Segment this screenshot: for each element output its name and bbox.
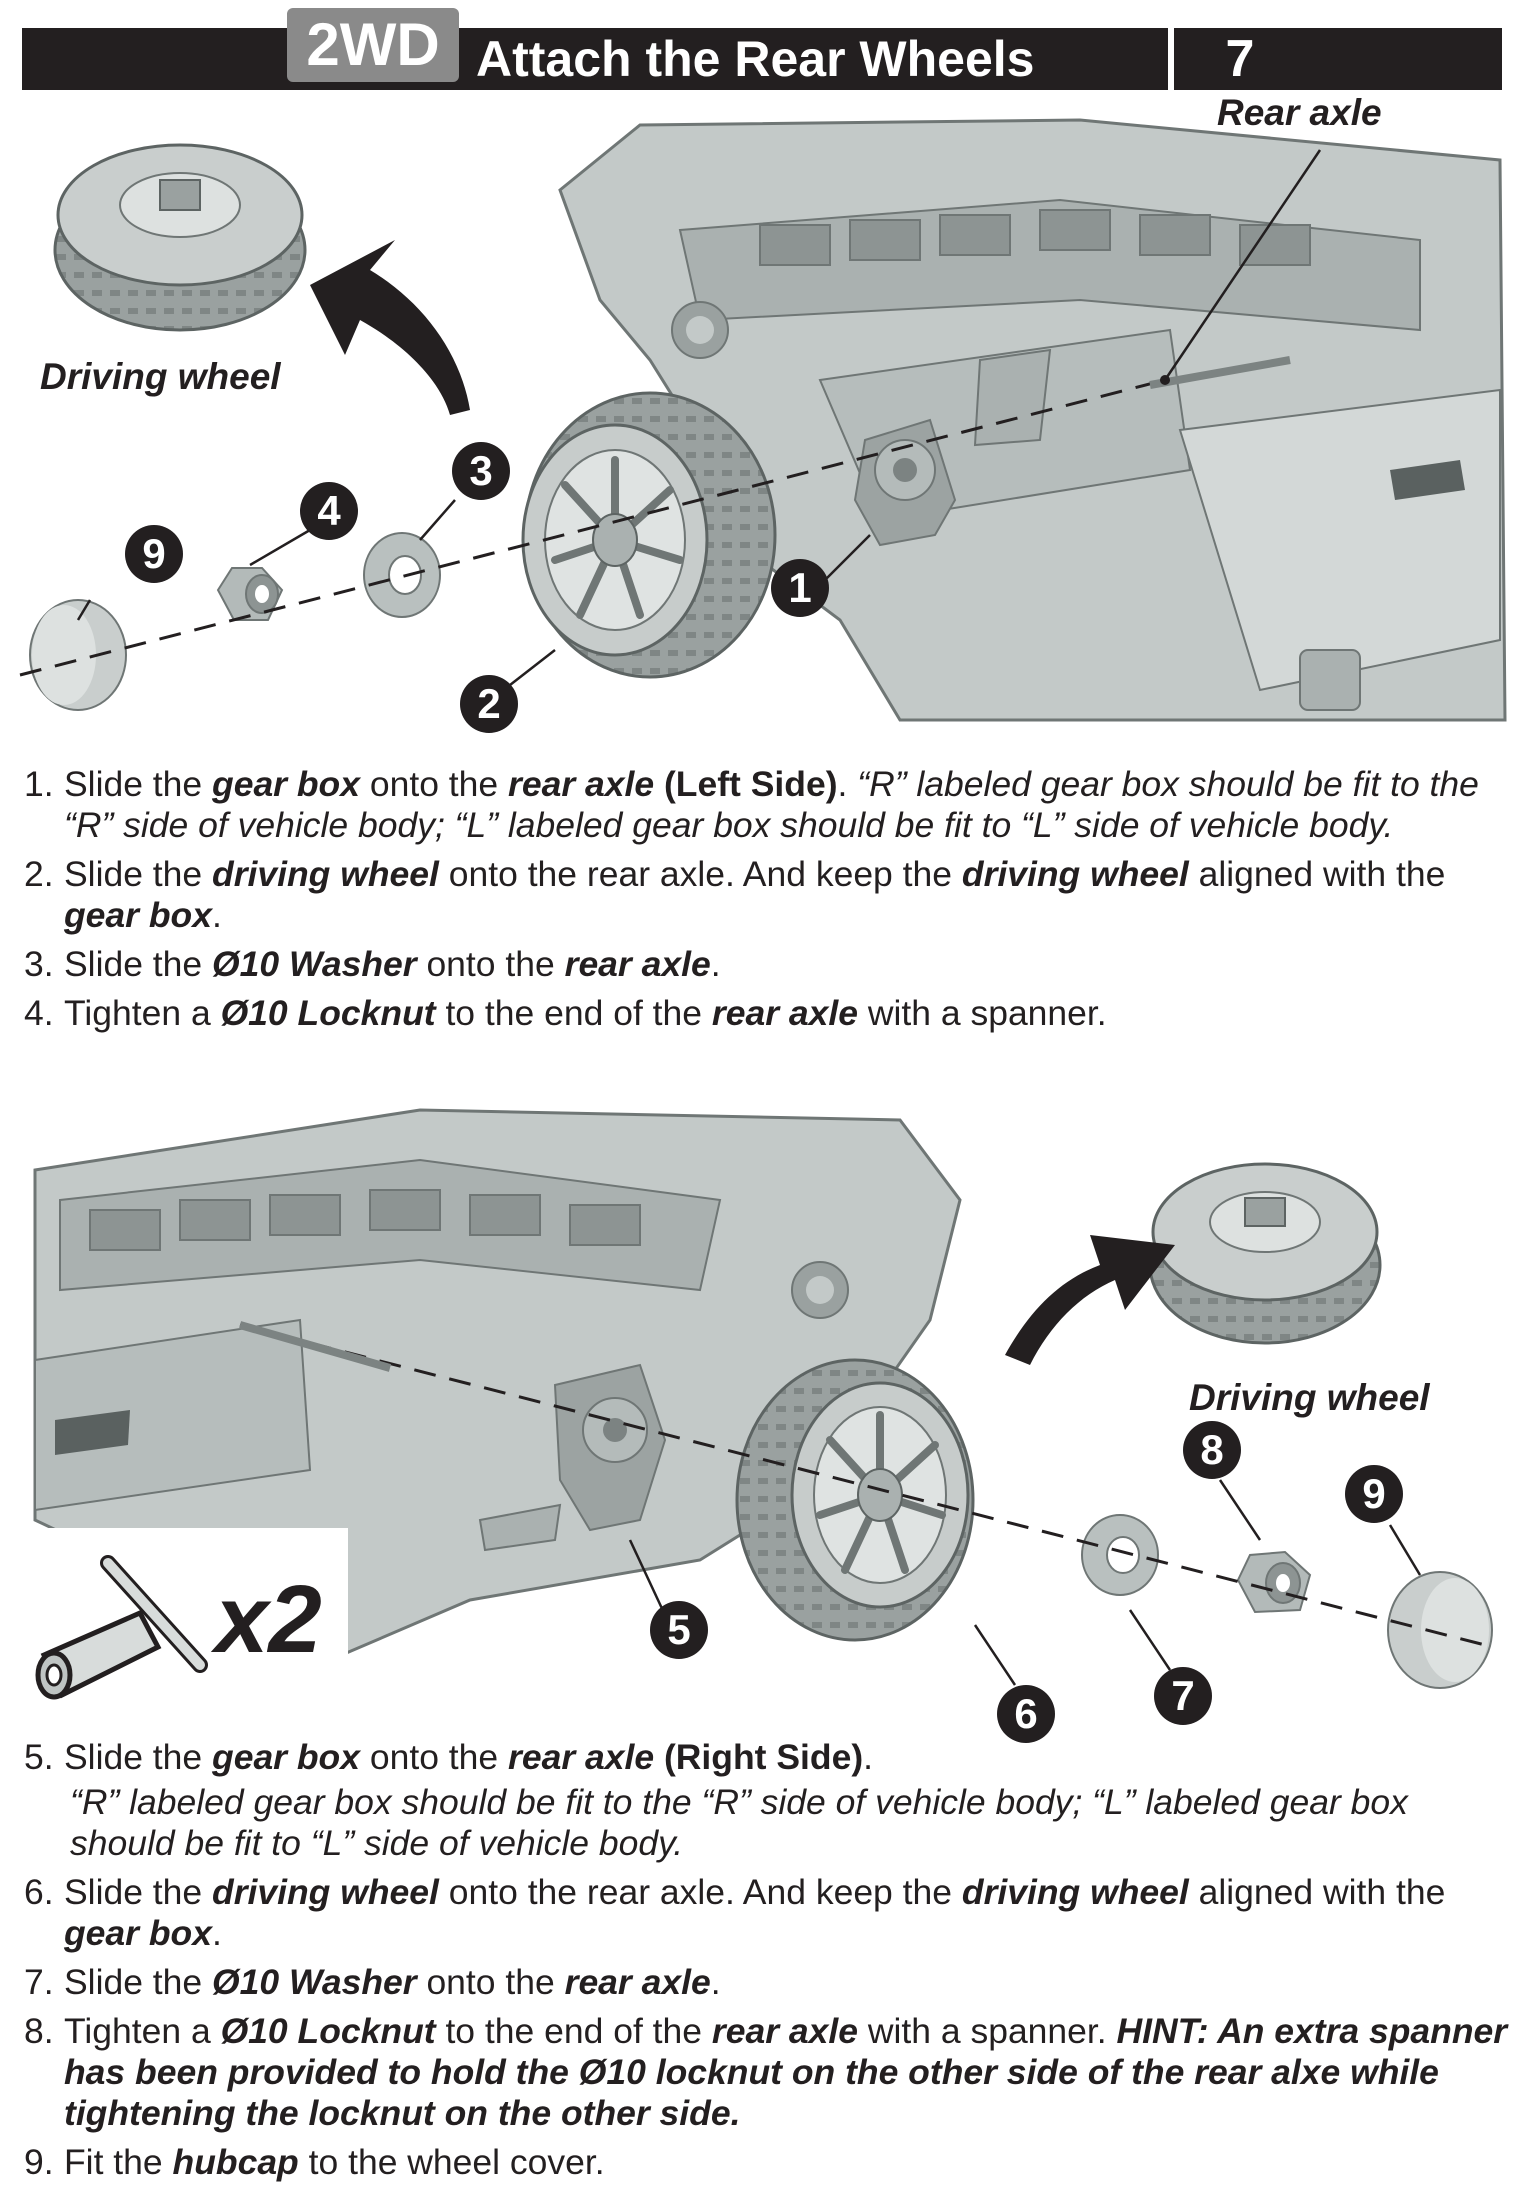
- locknut: [216, 567, 284, 621]
- instruction-step-2: 2. Slide the driving wheel onto the rear…: [24, 854, 1446, 935]
- instruction-step-1: 1. Slide the gear box onto the rear axle…: [24, 764, 1479, 845]
- rear-axle-label: Rear axle: [1217, 92, 1382, 133]
- instruction-step-7: 7. Slide the Ø10 Washer onto the rear ax…: [24, 1962, 721, 2002]
- gear-box: [853, 418, 957, 547]
- axle-dashed-line: [19, 378, 1166, 677]
- top-instructions: 1. Slide the gear box onto the rear axle…: [24, 764, 1514, 1034]
- arrow-icon: [310, 240, 470, 415]
- callout-2: 2: [460, 675, 518, 733]
- rear-axle-rod: [1149, 356, 1291, 389]
- callout-3: 3: [452, 442, 510, 500]
- rear-axle-rod: [238, 1321, 392, 1372]
- callout-7: 7: [1154, 1667, 1212, 1725]
- spanner-icon: [35, 1555, 208, 1700]
- gear-box: [553, 1363, 667, 1532]
- spare-driving-wheel: [1148, 1162, 1382, 1345]
- rear-axle-leader: [1163, 149, 1322, 381]
- callout-5: 5: [650, 1601, 708, 1659]
- instruction-step-3: 3. Slide the Ø10 Washer onto the rear ax…: [24, 944, 721, 984]
- driving-wheel-label: Driving wheel: [1189, 1377, 1430, 1418]
- instruction-step-9: 9. Fit the hubcap to the wheel cover.: [24, 2142, 605, 2182]
- washer: [1081, 1514, 1159, 1596]
- header-divider: [1168, 28, 1174, 90]
- spanner-quantity: x2: [215, 1566, 322, 1673]
- hubcap: [29, 599, 127, 711]
- callout-6: 6: [997, 1685, 1055, 1743]
- instruction-step-8: 8. Tighten a Ø10 Locknut to the end of t…: [24, 2011, 1508, 2133]
- callout-9: 9: [125, 525, 183, 583]
- spare-driving-wheel: [53, 143, 307, 332]
- driving-wheel: [521, 391, 777, 679]
- bottom-instructions: 5. Slide the gear box onto the rear axle…: [24, 1737, 1514, 2183]
- callout-4: 4: [300, 482, 358, 540]
- arrow-icon: [1005, 1235, 1175, 1365]
- page-header-bar: [22, 28, 1502, 90]
- top-assembly-illustration: [19, 118, 1507, 722]
- hubcap: [1387, 1571, 1493, 1689]
- step-number: 7: [1225, 30, 1255, 88]
- drive-type-badge: 2WD: [287, 8, 459, 82]
- page-title: Attach the Rear Wheels: [476, 31, 1035, 87]
- instruction-step-4: 4. Tighten a Ø10 Locknut to the end of t…: [24, 993, 1107, 1033]
- instruction-step-5: 5. Slide the gear box onto the rear axle…: [24, 1737, 1408, 1863]
- instruction-step-6: 6. Slide the driving wheel onto the rear…: [24, 1872, 1446, 1953]
- spanner-inset: [22, 1528, 348, 1740]
- callout-1: 1: [771, 559, 829, 617]
- callout-9: 9: [1345, 1465, 1403, 1523]
- driving-wheel: [735, 1358, 975, 1642]
- driving-wheel-label: Driving wheel: [40, 356, 281, 397]
- washer: [363, 532, 441, 618]
- callout-8: 8: [1183, 1421, 1241, 1479]
- vehicle-body-right: [33, 1108, 962, 1662]
- bottom-assembly-illustration: [33, 1108, 1493, 1689]
- locknut: [1236, 1550, 1312, 1614]
